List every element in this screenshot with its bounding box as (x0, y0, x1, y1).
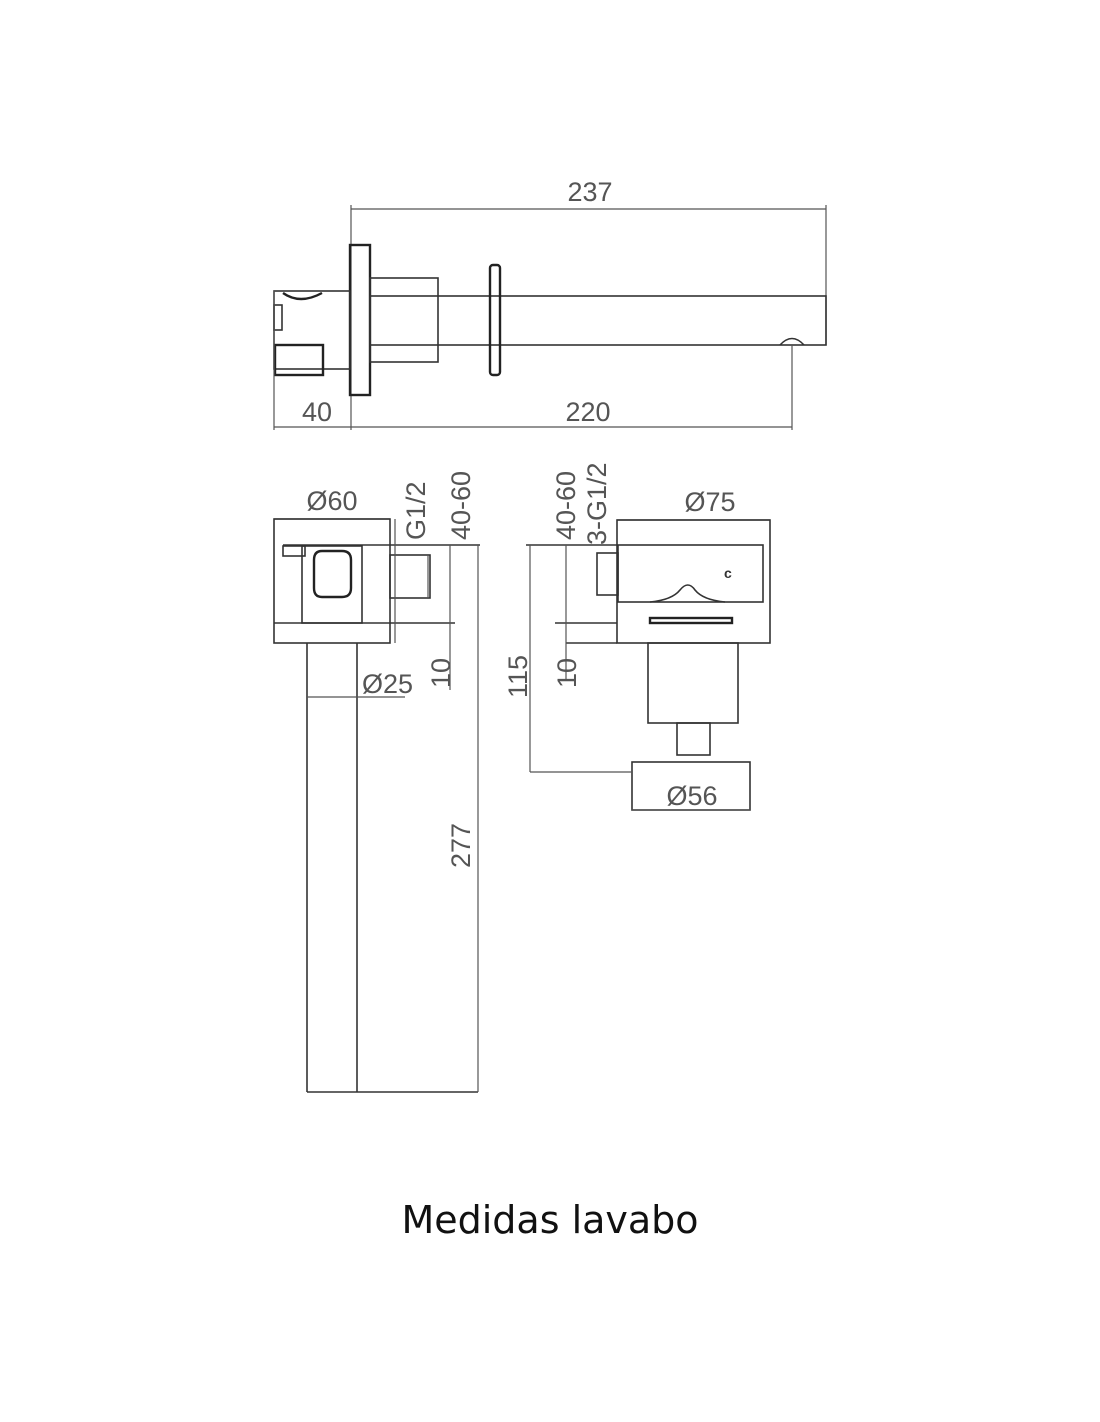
knob-mark: c (724, 565, 732, 581)
inlet-stub (389, 554, 431, 599)
right-side-view: Ø75 c 40-60 3-G1/2 10 115 Ø56 (503, 462, 771, 811)
dim-label-3-g12: 3-G1/2 (582, 462, 612, 545)
dim-label-g12: G1/2 (401, 481, 431, 540)
dim-label-115: 115 (503, 655, 533, 698)
valve-housing (301, 545, 363, 624)
inner-sleeve (369, 277, 439, 363)
handle-neck (649, 584, 726, 603)
dim-label-diameter-60: Ø60 (306, 486, 357, 516)
valve-detail (282, 291, 323, 301)
dim-label-40-60: 40-60 (446, 471, 476, 540)
handle-base (648, 616, 734, 625)
spout (369, 295, 827, 346)
wall-plate (273, 518, 391, 644)
dim-label-40-60: 40-60 (551, 471, 581, 540)
dim-label-277: 277 (446, 823, 476, 868)
dim-label-237: 237 (567, 177, 612, 207)
dim-label-220: 220 (565, 397, 610, 427)
dim-label-diameter-56: Ø56 (666, 781, 717, 811)
aerator (779, 337, 805, 346)
cylinder-body (647, 642, 739, 724)
wall-flange (348, 243, 372, 397)
lever-handle (488, 263, 502, 377)
wall-plate (616, 519, 771, 644)
left-side-view: Ø60 G1/2 40-60 10 Ø25 277 (273, 471, 480, 1093)
dim-label-10: 10 (552, 658, 582, 688)
valve-detail (282, 545, 306, 557)
top-view: 237 40 220 (273, 177, 827, 430)
valve-detail (273, 343, 325, 377)
dim-label-40: 40 (302, 397, 332, 427)
valve-body (273, 290, 351, 370)
dim-label-diameter-25: Ø25 (362, 669, 413, 699)
handle-body (617, 544, 764, 603)
inlet-stub (596, 552, 619, 596)
caption: Medidas lavabo (401, 1198, 699, 1242)
dim-label-diameter-75: Ø75 (684, 487, 735, 517)
dim-label-10: 10 (426, 658, 456, 688)
valve-detail (273, 304, 283, 331)
stem (676, 722, 711, 756)
cartridge (312, 549, 353, 599)
